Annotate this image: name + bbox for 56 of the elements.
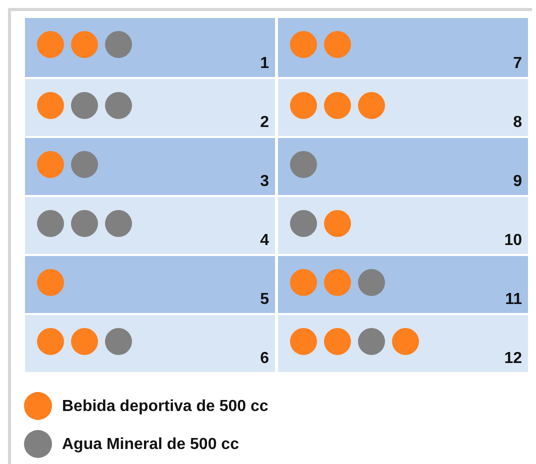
- circle-marker-icon: [392, 328, 419, 355]
- legend-label: Bebida deportiva de 500 cc: [62, 398, 268, 416]
- circle-marker-icon: [324, 92, 351, 119]
- row-number: 4: [260, 232, 269, 250]
- circle-marker-icon: [71, 210, 98, 237]
- table-cell: [25, 18, 275, 77]
- circle-marker-icon: [324, 31, 351, 58]
- table-cell: [25, 315, 275, 372]
- circle-marker-icon: [37, 269, 64, 296]
- circle-marker-icon: [290, 328, 317, 355]
- circle-marker-icon: [37, 151, 64, 178]
- table-cell: [25, 256, 275, 313]
- row-number: 5: [260, 291, 269, 309]
- circle-marker-icon: [37, 31, 64, 58]
- circle-marker-icon: [71, 328, 98, 355]
- row-number: 12: [504, 350, 522, 368]
- circle-marker-icon: [71, 31, 98, 58]
- row-number: 6: [260, 350, 269, 368]
- circle-marker-icon: [105, 328, 132, 355]
- row-number: 3: [260, 173, 269, 191]
- row-number: 8: [513, 114, 522, 132]
- circle-marker-icon: [324, 269, 351, 296]
- circle-marker-icon: [71, 92, 98, 119]
- circle-marker-icon: [37, 328, 64, 355]
- circle-marker-icon: [324, 328, 351, 355]
- row-number: 10: [504, 232, 522, 250]
- legend-label: Agua Mineral de 500 cc: [62, 436, 239, 454]
- table-cell: [25, 138, 275, 195]
- circle-marker-icon: [324, 210, 351, 237]
- circle-marker-icon: [37, 92, 64, 119]
- circle-marker-icon: [290, 31, 317, 58]
- circle-marker-icon: [290, 151, 317, 178]
- circle-marker-icon: [290, 210, 317, 237]
- circle-marker-icon: [71, 151, 98, 178]
- table-cell: [278, 18, 528, 77]
- table-cell: [278, 79, 528, 136]
- circle-marker-icon: [358, 92, 385, 119]
- circle-marker-icon: [37, 210, 64, 237]
- table-cell: [25, 197, 275, 254]
- row-number: 9: [513, 173, 522, 191]
- table-cell: [25, 79, 275, 136]
- row-number: 7: [513, 55, 522, 73]
- circle-marker-icon: [105, 31, 132, 58]
- circle-marker-icon: [105, 92, 132, 119]
- circle-marker-icon: [105, 210, 132, 237]
- row-number: 2: [260, 114, 269, 132]
- table-cell: [278, 197, 528, 254]
- circle-marker-icon: [290, 269, 317, 296]
- table-cell: [278, 138, 528, 195]
- table-cell: [278, 315, 528, 372]
- row-number: 1: [260, 55, 269, 73]
- row-number: 11: [505, 291, 522, 309]
- circle-marker-icon: [290, 92, 317, 119]
- circle-marker-icon: [358, 269, 385, 296]
- circle-marker-icon: [358, 328, 385, 355]
- table-cell: [278, 256, 528, 313]
